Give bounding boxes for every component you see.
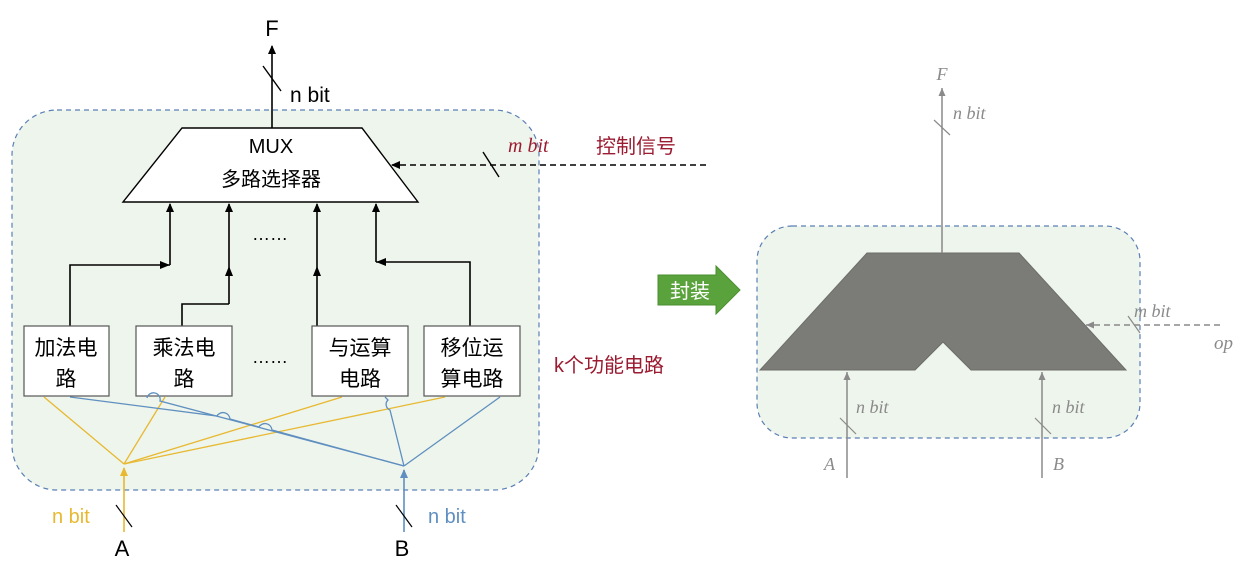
a-input-label: A [115, 536, 130, 561]
right-a-width: n bit [856, 397, 890, 417]
output-f-width: n bit [290, 84, 330, 107]
ellipsis-mid: …… [252, 347, 288, 367]
adder-to-mux [69, 264, 170, 326]
mux-subtitle: 多路选择器 [221, 168, 321, 191]
a-input-tick [115, 504, 133, 528]
mux-block [121, 127, 420, 203]
func-box-shift: 移位运 算电路 [423, 325, 521, 397]
right-control-width: m bit [1134, 301, 1172, 321]
func-box-text: 路 [174, 368, 195, 391]
func-box-text: 移位运 [441, 337, 504, 360]
right-output-label: F [936, 64, 949, 84]
mid-arrow [376, 258, 386, 266]
b-input-tick [395, 504, 413, 528]
right-control-label: op [1214, 333, 1233, 354]
func-box-text: 电路 [339, 368, 381, 391]
a-input-width: n bit [52, 506, 90, 528]
output-f-tick [262, 65, 282, 92]
mult-to-mux [181, 303, 229, 326]
right-b-width: n bit [1052, 397, 1086, 417]
func-box-text: 乘法电 [153, 337, 216, 360]
b-input-width: n bit [428, 506, 466, 528]
mid-arrow [313, 266, 321, 276]
output-f-label: F [265, 16, 278, 41]
mid-arrow [160, 261, 170, 269]
b-input-label: B [395, 536, 410, 561]
alu-block [758, 252, 1128, 371]
control-label: 控制信号 [596, 135, 676, 158]
encapsulate-arrow: 封装 [657, 264, 741, 316]
control-signal-tick [482, 151, 500, 178]
shift-to-mux [376, 261, 471, 326]
right-output-width: n bit [953, 103, 987, 123]
b-input-fanout [69, 392, 501, 467]
control-width: m bit [508, 135, 549, 157]
func-box-adder: 加法电 路 [23, 325, 110, 397]
k-func-label: k个功能电路 [554, 354, 664, 377]
func-box-text: 与运算 [329, 337, 392, 360]
mux-title: MUX [249, 136, 293, 158]
func-box-text: 加法电 [35, 337, 98, 360]
ellipsis-top: …… [252, 224, 288, 244]
func-box-text: 算电路 [441, 368, 504, 391]
right-output-tick [933, 119, 951, 136]
right-control-tick [1127, 315, 1141, 334]
func-box-text: 路 [56, 368, 77, 391]
right-b-label: B [1053, 454, 1064, 474]
right-a-tick [839, 417, 857, 435]
right-b-tick [1034, 417, 1052, 435]
mid-arrow [225, 266, 233, 276]
func-box-multiplier: 乘法电 路 [135, 325, 233, 397]
func-box-and: 与运算 电路 [311, 325, 409, 397]
encapsulate-label: 封装 [670, 280, 710, 303]
right-a-label: A [823, 454, 836, 474]
